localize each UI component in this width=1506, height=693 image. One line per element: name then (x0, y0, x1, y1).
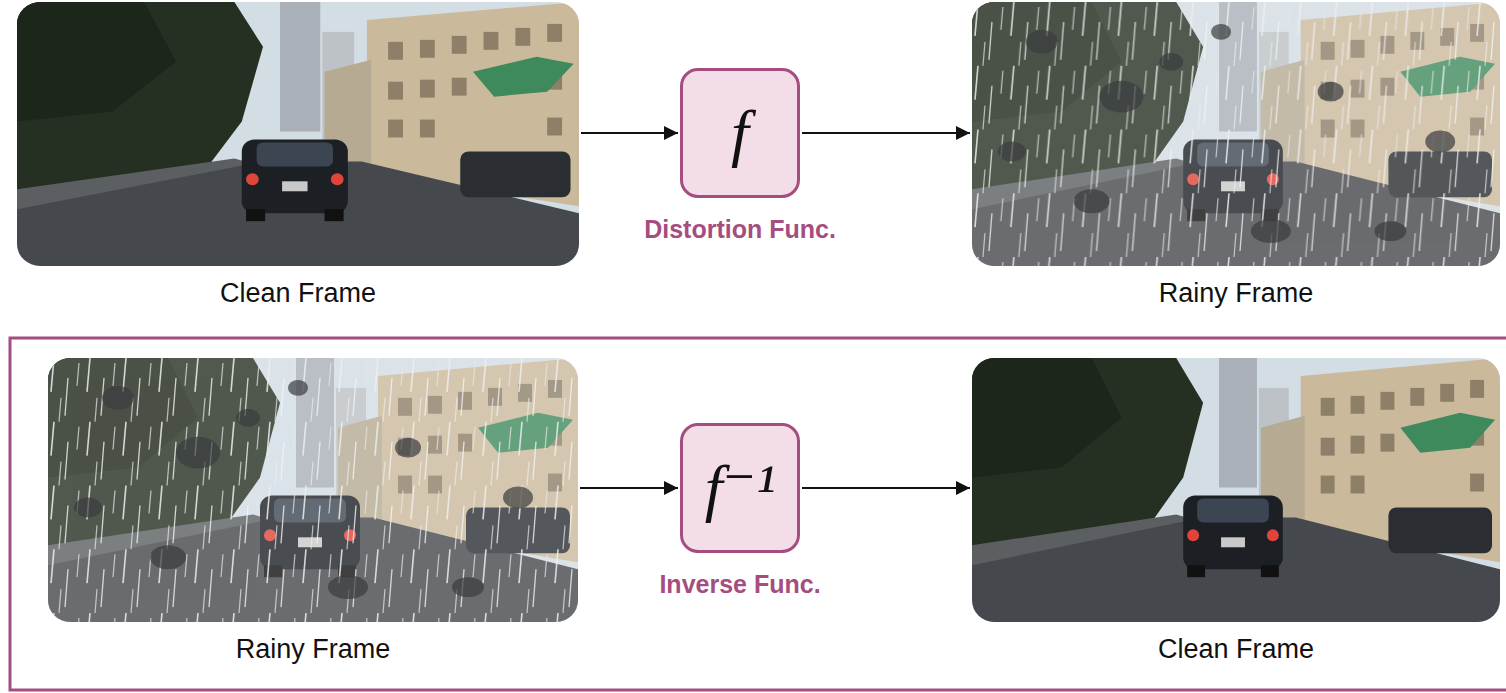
function-box: fDistortion Func. (680, 68, 800, 198)
flow-arrow (802, 132, 970, 134)
function-label: Inverse Func. (659, 570, 820, 599)
flow-arrow (580, 487, 678, 489)
image-frame: Rainy Frame (972, 2, 1500, 266)
frame-caption: Clean Frame (220, 278, 376, 309)
clean-street-photo (972, 358, 1500, 622)
function-symbol: f⁻¹ (705, 456, 776, 520)
image-frame: Rainy Frame (48, 358, 578, 622)
frame-caption: Rainy Frame (236, 634, 391, 665)
clean-street-photo (17, 2, 579, 266)
function-box: f⁻¹Inverse Func. (680, 423, 800, 553)
rainy-street-photo (48, 358, 578, 622)
function-symbol: f (731, 101, 749, 165)
image-frame: Clean Frame (17, 2, 579, 266)
function-label: Distortion Func. (644, 215, 836, 244)
image-frame: Clean Frame (972, 358, 1500, 622)
flow-arrow (581, 132, 678, 134)
rainy-street-photo (972, 2, 1500, 266)
frame-caption: Rainy Frame (1159, 278, 1314, 309)
flow-arrow (802, 487, 970, 489)
frame-caption: Clean Frame (1158, 634, 1314, 665)
